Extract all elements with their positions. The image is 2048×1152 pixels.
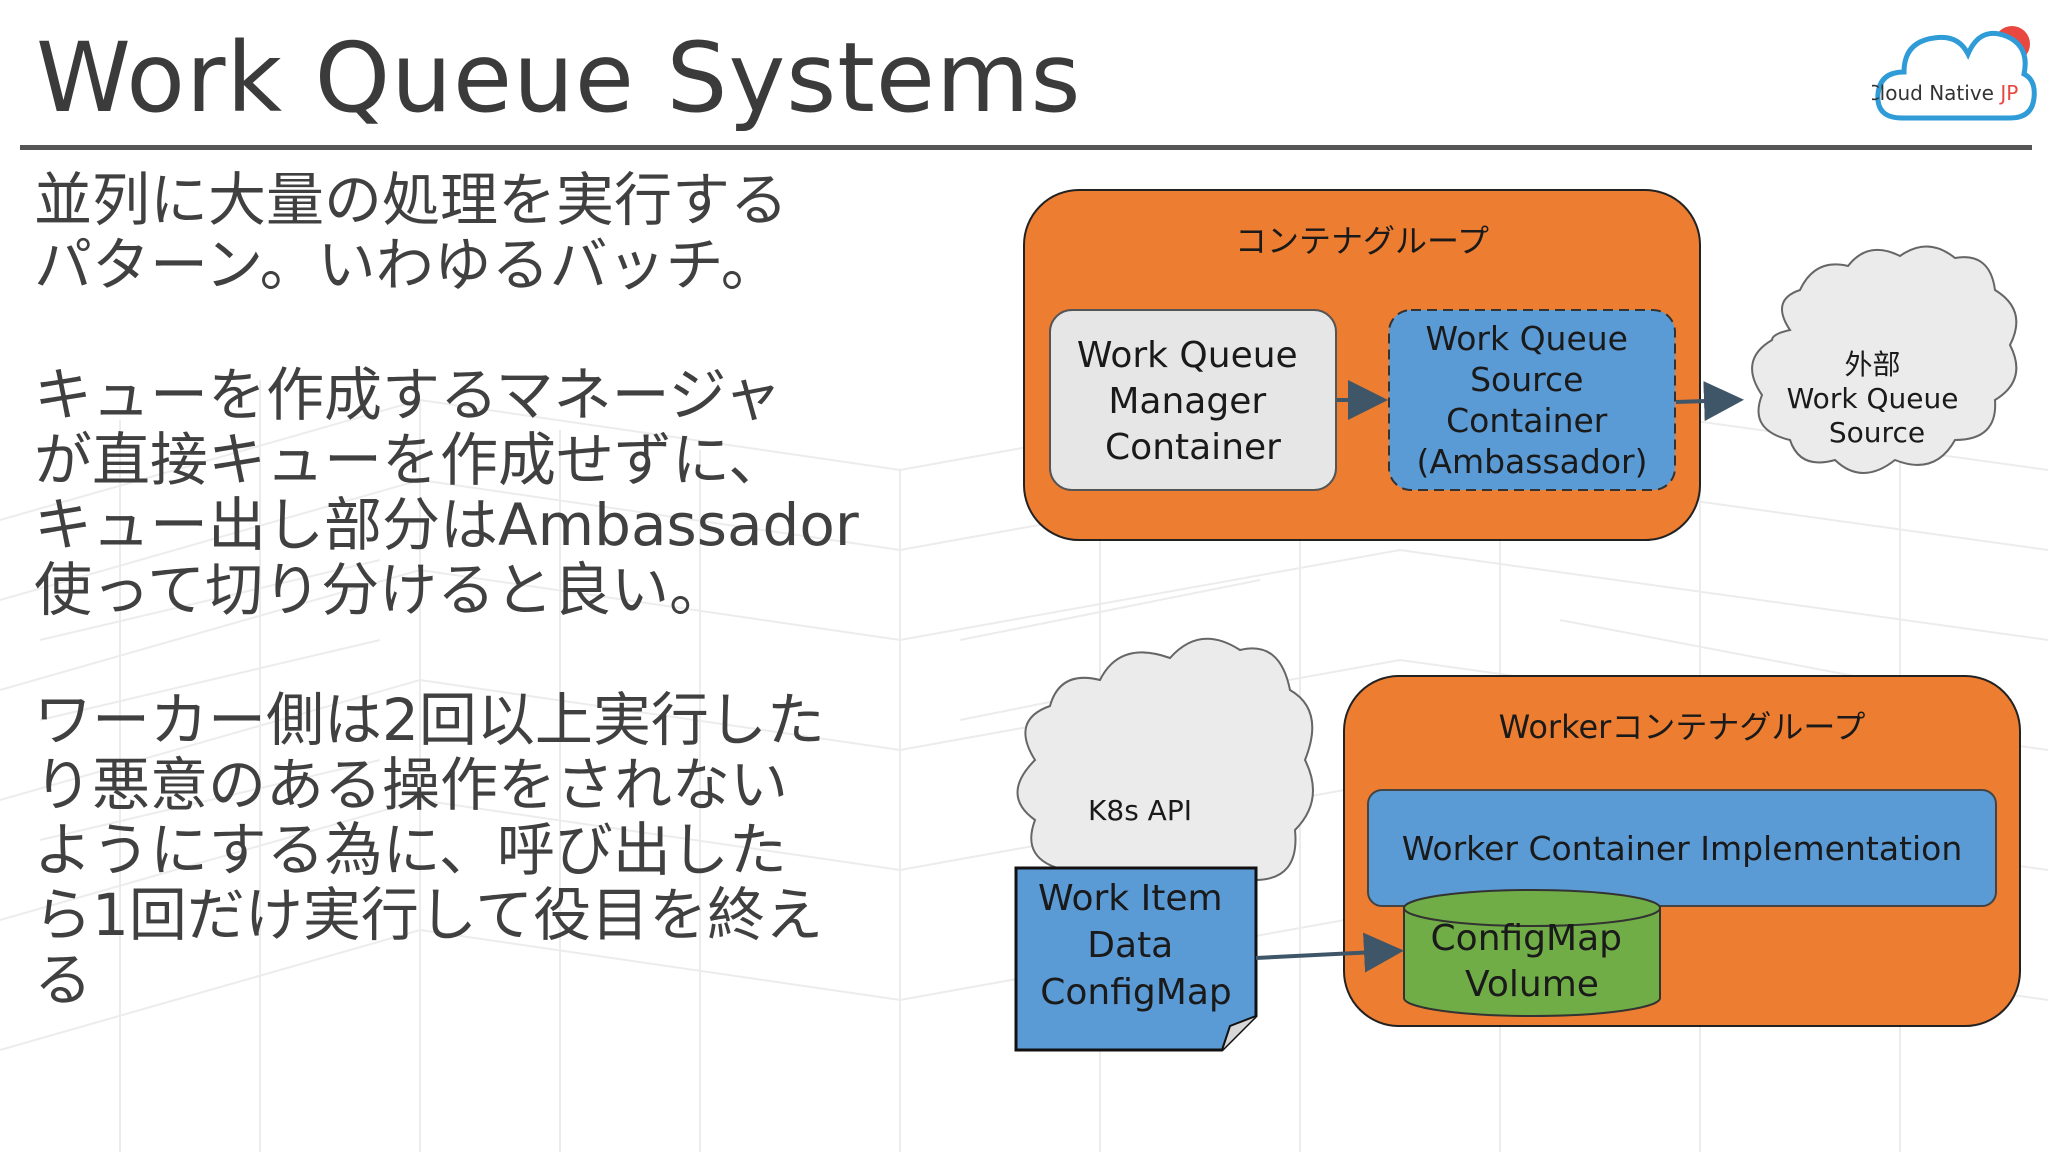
body-text: 並列に大量の処理を実行する パターン。いわゆるバッチ。 キューを作成するマネージ… (34, 168, 884, 1078)
paragraph-3: ワーカー側は2回以上実行した り悪意のある操作をされない ようにする為に、呼び出… (34, 688, 884, 1013)
container-group-label: コンテナグループ (1235, 222, 1489, 260)
external-source-cloud (1751, 245, 2018, 474)
text-line: キュー出し部分はAmbassador (34, 491, 859, 559)
work-item-label: Work Item Data ConfigMap (1038, 878, 1234, 1013)
text-line: ら1回だけ実行して役目を終え (34, 881, 824, 949)
text-line: キューを作成するマネージャ (34, 361, 782, 429)
title-divider (20, 145, 2032, 150)
text-line: 並列に大量の処理を実行する (34, 166, 789, 234)
text-line: ワーカー側は2回以上実行した (34, 686, 825, 754)
page-title: Work Queue Systems (36, 22, 1082, 134)
worker-container-implementation (1367, 789, 1997, 907)
configmap-volume-label: ConfigMap Volume (1431, 918, 1634, 1005)
external-source-label: 外部 Work Queue Source (1787, 348, 1968, 449)
cloud-native-jp-logo: Cloud Native JP (1872, 26, 2037, 121)
worker-implementation-label: Worker Container Implementation (1402, 829, 1963, 868)
paragraph-2: キューを作成するマネージャ が直接キューを作成せずに、 キュー出し部分はAmba… (34, 363, 884, 623)
configmap-to-volume-arrow (1255, 932, 1404, 973)
configmap-volume-top (1403, 889, 1661, 927)
source-to-external-arrow (1675, 381, 1744, 422)
svg-text:Cloud Native JP: Cloud Native JP (1872, 81, 2018, 105)
text-line: 使って切り分けると良い。 (34, 556, 728, 624)
configmap-volume (1403, 908, 1661, 1017)
paragraph-1: 並列に大量の処理を実行する パターン。いわゆるバッチ。 (34, 168, 884, 298)
text-line: ようにする為に、呼び出した (34, 816, 787, 884)
note-fold (1221, 1015, 1257, 1051)
text-line: り悪意のある操作をされない (34, 751, 789, 819)
text-line: る (34, 946, 93, 1014)
ambassador-container-label: Work Queue Source Container (Ambassador) (1417, 319, 1648, 481)
text-line: パターン。いわゆるバッチ。 (34, 231, 779, 299)
worker-group-label: Workerコンテナグループ (1499, 708, 1866, 746)
k8s-api-label: K8s API (1088, 794, 1192, 827)
manager-container-label: Work Queue Manager Container (1077, 335, 1309, 468)
manager-container (1049, 309, 1337, 491)
ambassador-container (1388, 309, 1676, 491)
text-line: が直接キューを作成せずに、 (34, 426, 787, 494)
